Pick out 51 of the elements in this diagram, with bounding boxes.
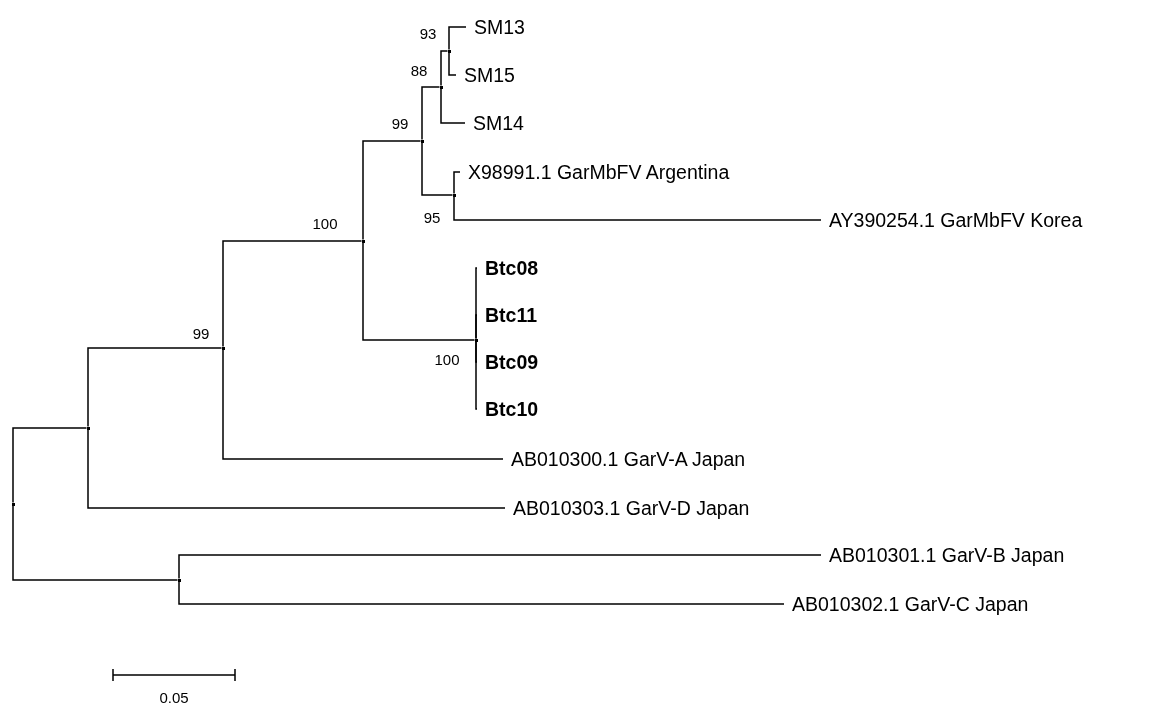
- tree-branch: [475, 340, 478, 410]
- tree-branch: [440, 87, 466, 124]
- tree-branch: [440, 50, 449, 87]
- bootstrap-value: 93: [419, 24, 437, 42]
- tree-branch: [362, 241, 476, 341]
- tree-branch: [453, 171, 461, 195]
- branch-point: [221, 346, 225, 350]
- taxon-label: AY390254.1 GarMbFV Korea: [821, 208, 1083, 232]
- bootstrap-value: 99: [391, 114, 409, 132]
- tree-branch: [448, 51, 457, 76]
- tree-branch: [87, 347, 223, 428]
- tree-branch: [178, 580, 785, 605]
- tree-branch: [421, 86, 441, 141]
- taxon-label: Btc09: [477, 350, 539, 374]
- bootstrap-value: 100: [312, 214, 338, 232]
- taxon-label: AB010302.1 GarV-C Japan: [784, 592, 1029, 616]
- tree-branch: [421, 141, 454, 196]
- tree-branch: [87, 428, 506, 509]
- taxon-label: AB010303.1 GarV-D Japan: [505, 496, 750, 520]
- taxon-label: Btc08: [477, 256, 539, 280]
- branch-point: [474, 338, 478, 342]
- tree-branch: [12, 504, 179, 581]
- tree-branch: [222, 348, 504, 460]
- tree-branch: [448, 26, 467, 51]
- branch-point: [452, 193, 456, 197]
- branch-point: [420, 139, 424, 143]
- taxon-label: SM13: [466, 15, 525, 39]
- tree-branch: [222, 240, 363, 348]
- taxon-label: Btc10: [477, 397, 539, 421]
- taxon-label: SM15: [456, 63, 515, 87]
- branch-point: [177, 578, 181, 582]
- tree-branch: [12, 427, 88, 504]
- tree-branch: [178, 554, 822, 580]
- branch-point: [361, 239, 365, 243]
- taxon-label: SM14: [465, 111, 524, 135]
- bootstrap-value: 99: [192, 324, 210, 342]
- taxon-label: X98991.1 GarMbFV Argentina: [460, 160, 730, 184]
- bootstrap-value: 95: [423, 208, 441, 226]
- scale-value: 0.05: [159, 688, 189, 705]
- taxon-label: AB010300.1 GarV-A Japan: [503, 447, 746, 471]
- branch-point: [447, 49, 451, 53]
- branch-point: [439, 85, 443, 89]
- bootstrap-value: 100: [434, 350, 460, 368]
- branch-point: [86, 426, 90, 430]
- bootstrap-value: 88: [410, 61, 428, 79]
- branch-point: [11, 502, 15, 506]
- taxon-label: AB010301.1 GarV-B Japan: [821, 543, 1065, 567]
- tree-branch: [475, 314, 478, 340]
- tree-branch: [362, 140, 422, 241]
- taxon-label: Btc11: [477, 303, 538, 327]
- tree-branch: [453, 195, 822, 221]
